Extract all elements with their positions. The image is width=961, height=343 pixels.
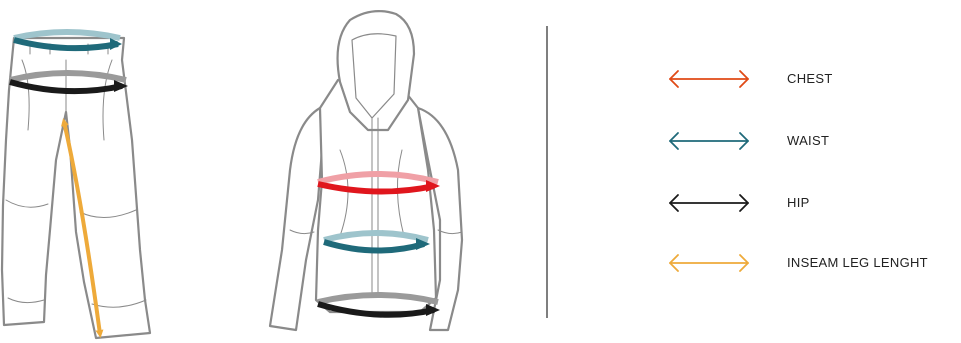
legend-label-chest: CHEST [787,71,833,86]
legend-hip-arrow [670,195,748,211]
legend-waist-arrow [670,133,748,149]
legend-inseam-arrow [670,255,748,271]
legend-label-waist: WAIST [787,133,829,148]
legend-label-hip: HIP [787,195,810,210]
legend-chest-arrow [670,71,748,87]
legend-label-inseam: INSEAM LEG LENGHT [787,255,928,270]
jacket-illustration [270,11,462,330]
